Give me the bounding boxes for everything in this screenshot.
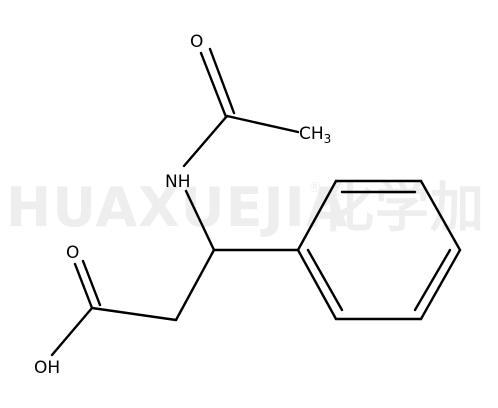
bond-acid-c-o-2: [81, 259, 102, 307]
atom-label-hydroxyl: OH: [34, 358, 60, 378]
bond-ring-4: [419, 248, 462, 321]
bond-acetyl-c-n: [182, 114, 229, 168]
methyl-subscript: 3: [324, 132, 332, 146]
bond-chiral-c-ch2: [174, 248, 216, 322]
bond-acetyl-c-o-2: [208, 47, 236, 115]
watermark-text: HUAXUEJIA: [6, 176, 349, 239]
atom-label-methyl: CH3: [299, 124, 331, 146]
bond-ring-inner-2: [413, 248, 452, 312]
bonds: [50, 47, 462, 357]
bond-ring-6: [296, 248, 338, 321]
atom-label-acid-oxygen: O: [66, 243, 79, 263]
atom-labels: O CH3 NH O OH: [34, 32, 331, 378]
bond-ch2-acid-c: [90, 306, 178, 322]
bond-n-chiral-c: [184, 189, 216, 252]
atom-label-amide-nitrogen: NH: [165, 172, 191, 192]
bond-acid-c-o-1: [73, 262, 94, 310]
atom-label-acetyl-oxygen: O: [190, 32, 203, 52]
bond-ring-1: [296, 179, 338, 252]
bond-acetyl-c-methyl: [225, 114, 300, 134]
watermark-chinese: 化学加: [320, 176, 485, 239]
bond-acetyl-c-o-1: [199, 51, 228, 119]
methyl-text: CH: [299, 124, 324, 144]
bond-acid-c-oh: [50, 306, 94, 357]
bond-ring-3: [419, 179, 462, 252]
bond-ring-inner-3: [306, 248, 344, 312]
watermark: HUAXUEJIA ® 化学加: [6, 176, 485, 239]
watermark-registered-mark: ®: [308, 180, 322, 196]
